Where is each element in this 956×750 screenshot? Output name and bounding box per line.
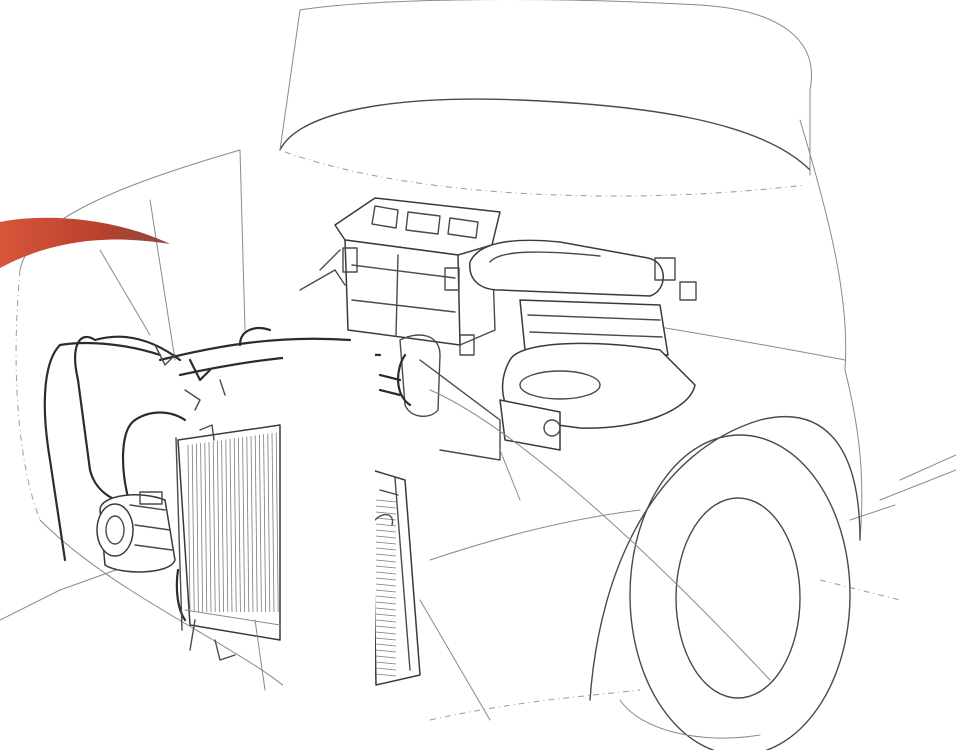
radiator-fin <box>375 505 397 509</box>
redaction-mask <box>283 348 375 750</box>
radiator-fin <box>375 565 397 569</box>
condenser-fin <box>208 441 212 613</box>
radiator-fin <box>375 667 397 671</box>
radiator-fin <box>375 631 397 635</box>
condenser-fin <box>212 441 216 613</box>
condenser-fin <box>221 440 224 613</box>
radiator-fin <box>375 601 397 605</box>
radiator-fin <box>375 559 397 563</box>
condenser-fin <box>250 435 254 613</box>
radiator-fin <box>375 547 397 551</box>
radiator-fin <box>375 523 397 527</box>
radiator-fin <box>375 595 397 599</box>
condenser-fin <box>263 434 266 613</box>
radiator-fin <box>375 571 397 575</box>
condenser-fin <box>246 436 250 613</box>
radiator-fin <box>375 589 397 593</box>
condenser-fin <box>200 443 203 613</box>
radiator <box>371 469 491 721</box>
hvac-unit <box>299 197 697 461</box>
radiator-fin <box>375 607 397 611</box>
condenser-fin <box>254 435 258 613</box>
radiator-fin <box>375 619 397 623</box>
radiator-fin <box>375 541 397 545</box>
condenser-fin <box>225 439 229 613</box>
radiator-fin <box>375 511 397 515</box>
radiator-fin <box>375 535 397 539</box>
red-swoosh-arrow <box>0 217 170 268</box>
radiator-fin <box>375 637 397 641</box>
condenser <box>175 424 281 661</box>
condenser-fin <box>259 434 262 613</box>
radiator-fin <box>375 613 397 617</box>
radiator-fin <box>375 673 397 677</box>
ac-compressor <box>96 491 176 573</box>
condenser-fin <box>187 444 191 613</box>
hood-outline <box>279 0 812 197</box>
radiator-fin <box>375 553 397 557</box>
radiator-fin <box>375 529 397 533</box>
condenser-fin <box>196 443 199 613</box>
front-wheel <box>589 416 861 750</box>
radiator-fin <box>375 643 397 647</box>
radiator-fin <box>375 649 397 653</box>
radiator-fin <box>375 499 397 503</box>
condenser-fin <box>191 444 195 613</box>
radiator-fin <box>375 661 397 665</box>
condenser-fin <box>204 442 208 613</box>
radiator-fin <box>375 577 397 581</box>
condenser-fin <box>217 440 220 613</box>
condenser-fin <box>267 433 271 613</box>
condenser-fin <box>233 438 237 613</box>
condenser-fin <box>238 437 241 613</box>
condenser-fin <box>242 437 245 613</box>
vehicle-body-outline <box>15 119 956 721</box>
leader-lines <box>0 249 771 691</box>
condenser-fin <box>275 432 279 613</box>
condenser-fin <box>229 438 233 613</box>
radiator-fin <box>375 655 397 659</box>
radiator-fin <box>375 583 397 587</box>
radiator-fin <box>375 625 397 629</box>
condenser-fin <box>271 432 275 613</box>
